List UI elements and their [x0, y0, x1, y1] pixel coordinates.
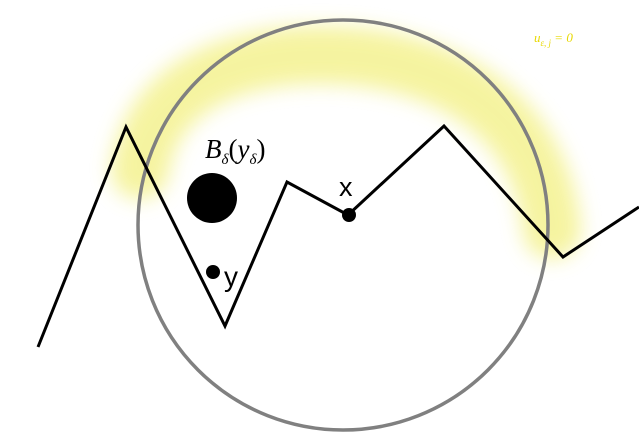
boundary-curve: [36, 123, 639, 348]
point-x: [342, 208, 356, 222]
point-y-label: y: [224, 261, 238, 292]
boundary-highlight-glow: [111, 25, 581, 259]
ball-label: Bδ(yδ): [205, 134, 265, 168]
point-x-label: x: [339, 172, 353, 202]
ball-b-delta: [187, 173, 237, 223]
boundary-condition-annotation: uε, j = 0: [534, 30, 573, 48]
domain-circle: [136, 18, 550, 432]
point-y: [206, 265, 220, 279]
